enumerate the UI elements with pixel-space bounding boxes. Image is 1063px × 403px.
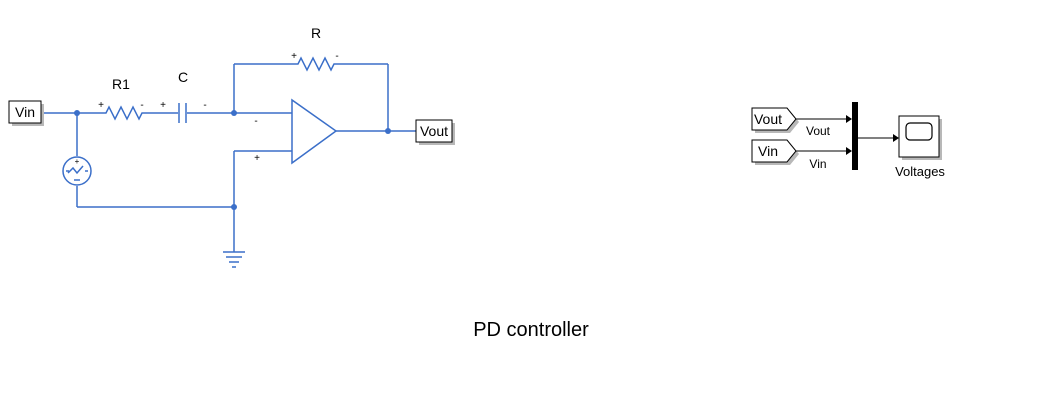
resistor-r1[interactable]: R1 + - [98,76,144,121]
junction-dot [74,110,80,116]
from-vout-label: Vout [754,111,782,127]
ground-reference[interactable] [223,251,245,268]
scope-block-voltages[interactable]: Voltages [895,115,945,179]
voltage-source[interactable]: + [62,156,92,186]
signal-label-vout: Vout [806,124,831,138]
from-block-vin[interactable]: Vin [751,139,799,165]
c-label: C [178,69,188,85]
junction-dot [231,204,237,210]
signal-lines [796,115,899,155]
vin-port-label: Vin [15,104,35,120]
r1-plus-sign: + [98,100,104,111]
opamp-minus-sign: - [254,116,257,127]
r-label: R [311,25,321,41]
junction-dot [385,128,391,134]
model-annotation-title: PD controller [473,319,589,341]
scope-name-label: Voltages [895,164,945,179]
from-block-vout[interactable]: Vout [751,107,799,133]
vin-connection-port[interactable]: Vin [8,100,44,126]
from-vin-label: Vin [758,143,778,159]
source-plus-sign: + [75,157,80,166]
signal-label-vin: Vin [809,157,826,171]
r1-minus-sign: - [140,100,143,111]
vout-port-label: Vout [420,123,448,139]
opamp-plus-sign: + [254,153,260,164]
mux-block[interactable] [852,102,858,170]
resistor-r[interactable]: R + - [291,25,340,72]
r-minus-sign: - [335,51,338,62]
junction-dot [231,110,237,116]
c-minus-sign: - [203,100,206,111]
c-plus-sign: + [160,100,166,111]
r1-label: R1 [112,76,130,92]
vout-connection-port[interactable]: Vout [415,119,455,145]
circuit-wires [41,63,416,252]
capacitor-c[interactable]: C + - [160,69,207,123]
scope-screen-icon [905,122,933,141]
op-amp[interactable]: - + [254,98,338,165]
r-plus-sign: + [291,51,297,62]
